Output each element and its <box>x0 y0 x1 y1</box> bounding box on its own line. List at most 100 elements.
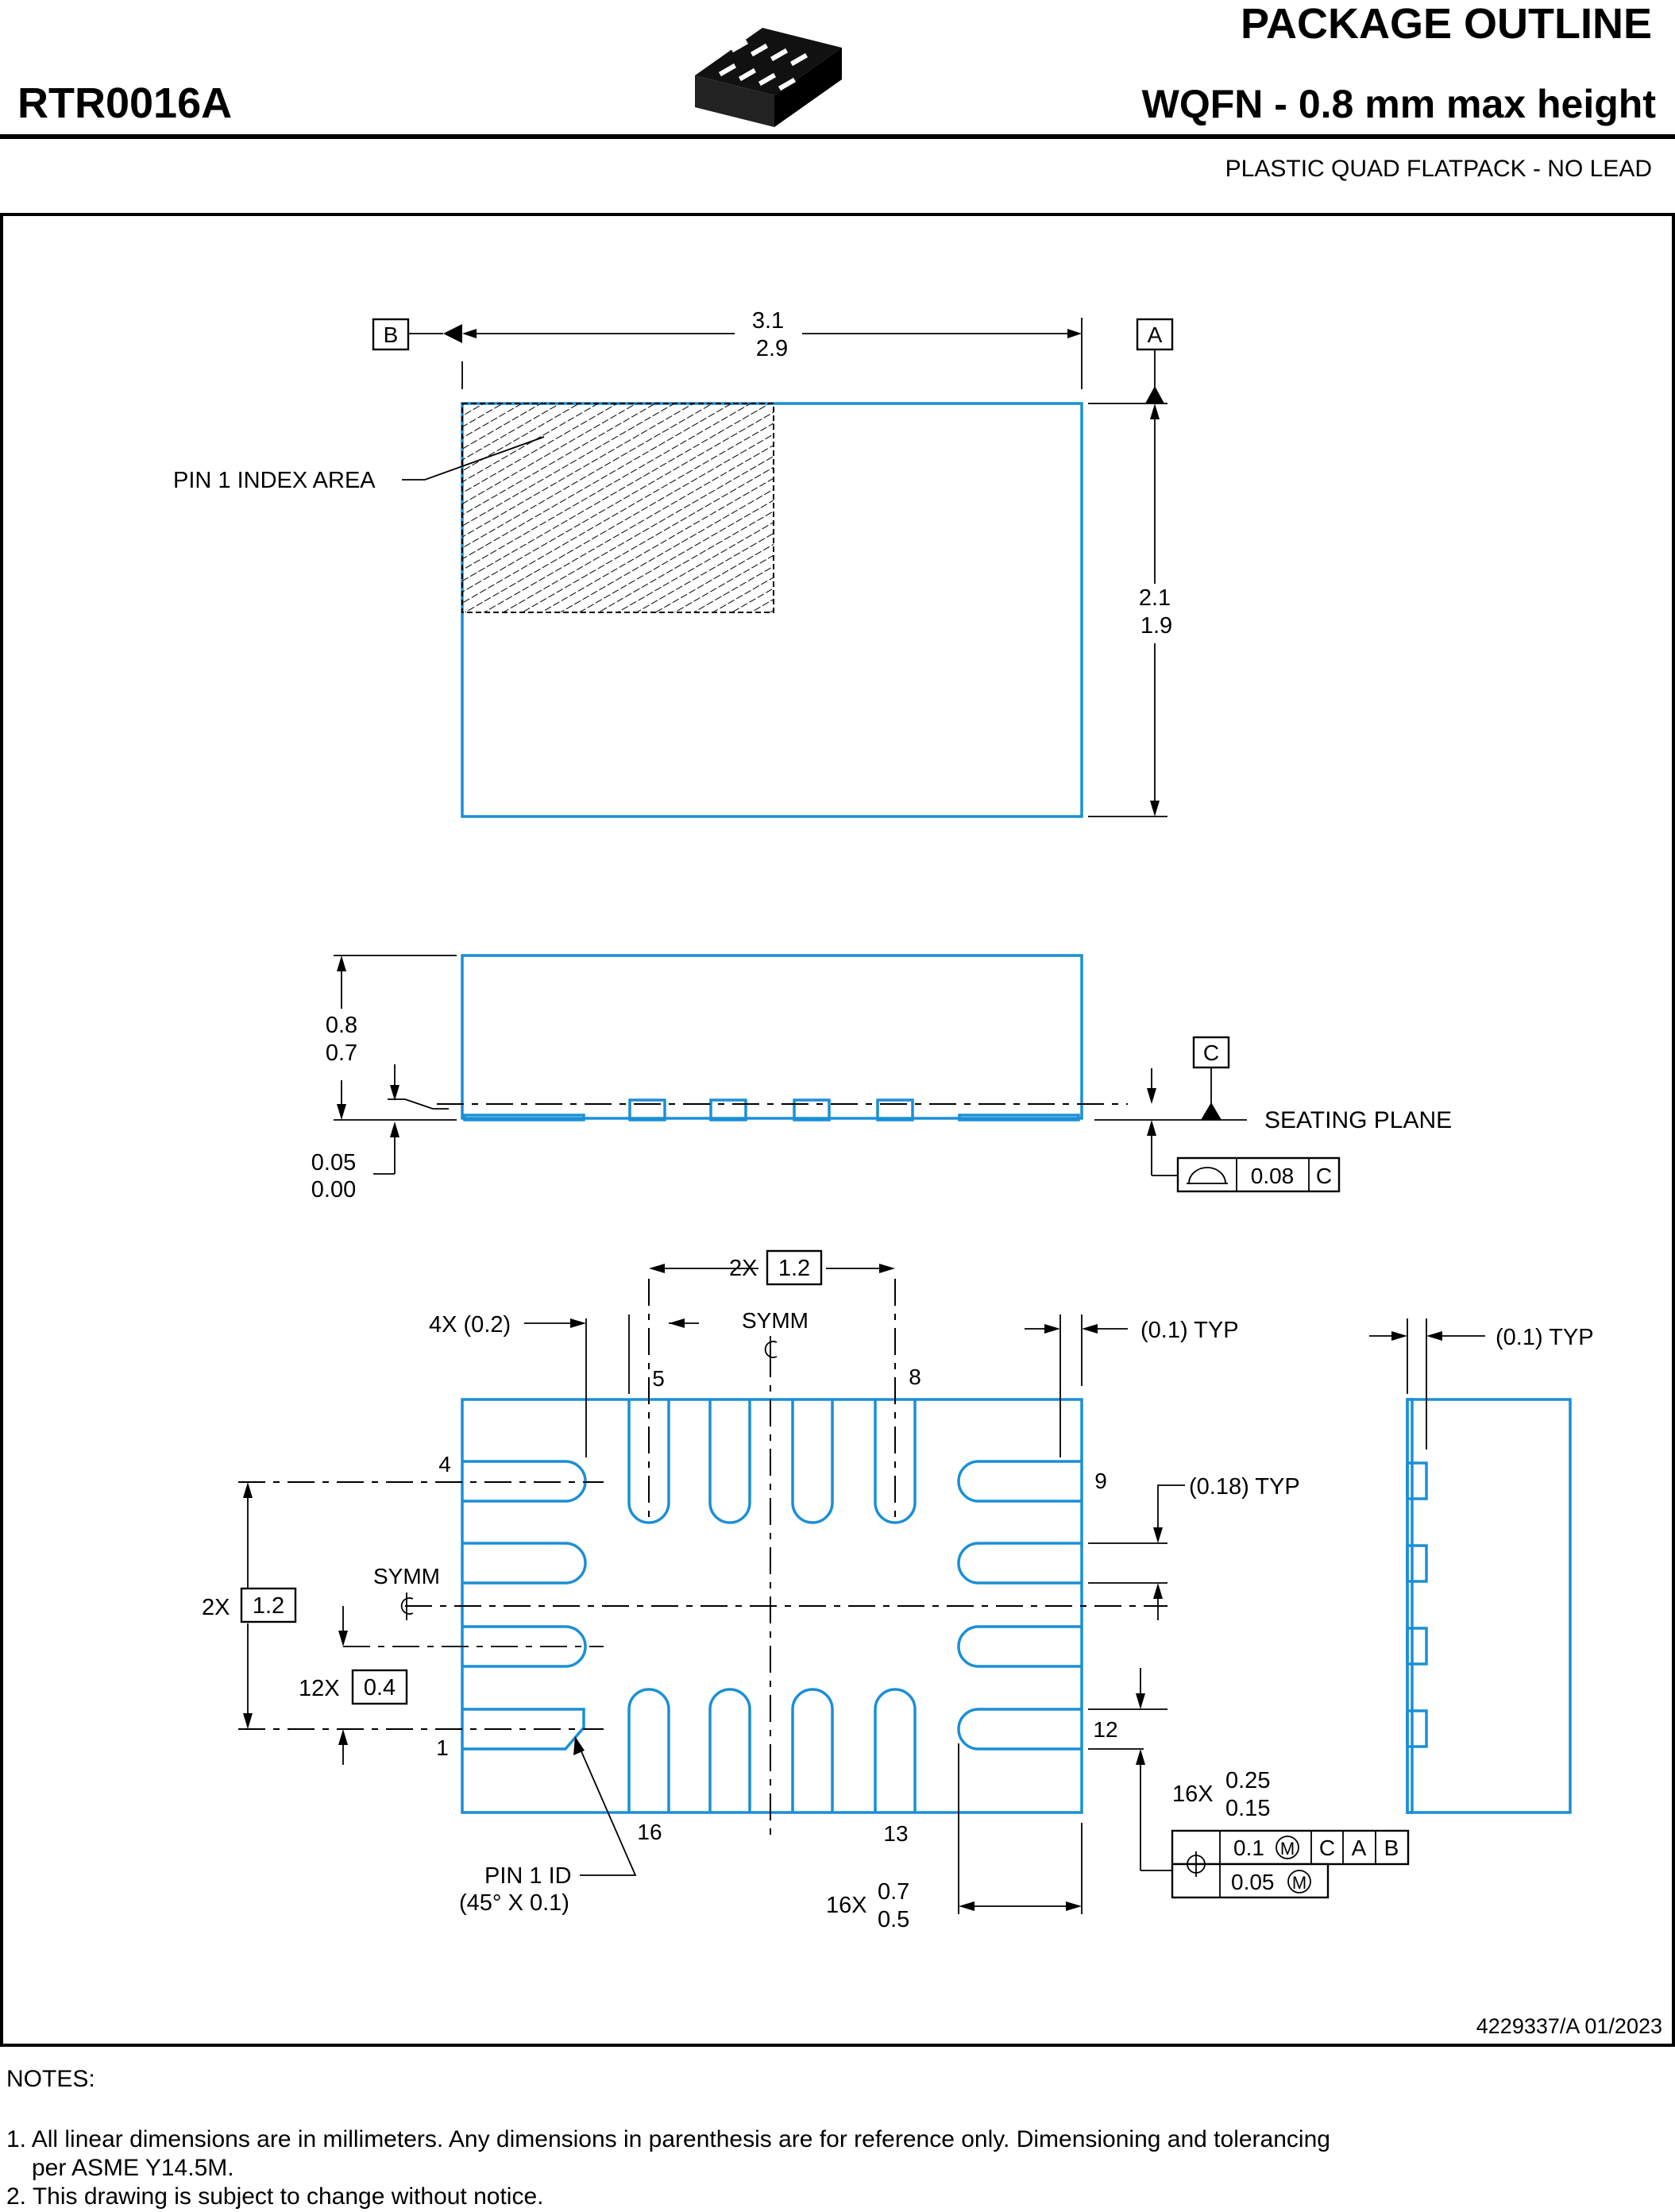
package-description: PLASTIC QUAD FLATPACK - NO LEAD <box>1225 156 1652 182</box>
side-height-min: 0.7 <box>326 1040 357 1066</box>
side-view: 0.8 0.7 0.05 0.00 C SEATING PLANE <box>311 954 1452 1203</box>
pin-5-label: 5 <box>652 1366 665 1391</box>
lead-15 <box>708 1688 751 1812</box>
lead-width-label: 4X (0.2) <box>429 1312 511 1338</box>
flatness-datum: C <box>1316 1164 1332 1188</box>
note-2: 2. This drawing is subject to change wit… <box>6 2183 544 2210</box>
side-terminal-1 <box>628 1098 666 1121</box>
fcf-tolerance-1: 0.1 <box>1233 1836 1264 1860</box>
profile-surface-icon <box>1187 1167 1228 1184</box>
top-pitch-count: 2X <box>729 1256 757 1281</box>
centerline-icon <box>400 1592 414 1620</box>
lead-5 <box>627 1399 670 1524</box>
right-side-terminal-strip <box>1406 1398 1414 1814</box>
pitch-12x-box <box>351 1669 408 1705</box>
right-side-terminal-3 <box>1406 1627 1428 1666</box>
datum-b-box <box>372 318 410 351</box>
lead-length-count: 16X <box>826 1893 867 1918</box>
right-side-terminal-2 <box>1406 1544 1428 1583</box>
note-1-line-2: per ASME Y14.5M. <box>32 2155 234 2181</box>
lead-2 <box>462 1625 587 1668</box>
side-terminal-right <box>958 1114 1080 1121</box>
side-terminal-left <box>463 1114 585 1121</box>
datum-a-label: A <box>1148 322 1163 347</box>
pin1-index-area-label: PIN 1 INDEX AREA <box>173 468 376 493</box>
mmc-icon <box>1287 1870 1311 1894</box>
pin1-id-detail: (45° X 0.1) <box>459 1890 569 1916</box>
svg-text:M: M <box>1280 1839 1295 1859</box>
fcf-tolerance-2: 0.05 <box>1231 1870 1275 1894</box>
fcf-datum-b: B <box>1384 1836 1399 1860</box>
lead-width-max: 0.25 <box>1225 1768 1270 1793</box>
side-terminal-4 <box>876 1098 914 1121</box>
datum-b-label: B <box>384 322 399 347</box>
top-height-max: 2.1 <box>1139 585 1171 611</box>
left-pitch-count: 2X <box>202 1595 230 1620</box>
side-height-max: 0.8 <box>326 1013 357 1038</box>
typ-right-label: (0.1) TYP <box>1140 1318 1239 1343</box>
side-view-body <box>461 954 1083 1120</box>
right-side-body <box>1406 1398 1572 1814</box>
lead-16 <box>627 1688 670 1812</box>
right-side-view: (0.1) TYP <box>1369 1318 1594 1814</box>
pitch-12x-value: 0.4 <box>364 1675 396 1700</box>
fcf-datum-a: A <box>1352 1836 1367 1860</box>
mmc-icon <box>1276 1836 1299 1859</box>
pitch-12x-count: 12X <box>299 1676 340 1701</box>
pin-16-label: 16 <box>637 1820 662 1844</box>
side-terminal-2 <box>709 1098 747 1121</box>
lead-13 <box>874 1688 917 1812</box>
left-pitch-value: 1.2 <box>253 1593 284 1619</box>
top-width-max: 3.1 <box>752 308 784 334</box>
pin-4-label: 4 <box>438 1452 451 1477</box>
doc-type: PACKAGE OUTLINE <box>1241 0 1652 48</box>
right-side-terminal-4 <box>1406 1709 1428 1748</box>
lead-width-min: 0.15 <box>1225 1796 1270 1821</box>
right-side-terminal-1 <box>1406 1461 1428 1500</box>
left-pitch-box <box>240 1587 297 1623</box>
lead-12 <box>957 1708 1082 1751</box>
seating-plane-label: SEATING PLANE <box>1264 1107 1452 1133</box>
lead-9 <box>957 1460 1082 1503</box>
part-number: RTR0016A <box>17 79 232 127</box>
datum-c-label: C <box>1203 1040 1219 1065</box>
side-terminal-3 <box>793 1098 831 1121</box>
position-control-frame: 0.1 M C A B 0.05 M <box>1171 1829 1410 1899</box>
lead-8 <box>874 1399 917 1524</box>
top-view: 3.1 2.9 B A 2.1 1.9 PIN 1 INDEX AREA <box>173 308 1174 818</box>
pin1-index-outline <box>461 403 774 613</box>
lead-3 <box>462 1542 587 1585</box>
lead-14 <box>791 1688 834 1812</box>
datum-a-box <box>1136 318 1174 351</box>
position-icon <box>1183 1851 1209 1877</box>
symm-left-label: SYMM <box>373 1564 440 1589</box>
lead-7 <box>791 1399 834 1524</box>
pin-1-label: 1 <box>436 1735 449 1760</box>
lead-1 <box>462 1708 585 1751</box>
pin-13-label: 13 <box>883 1821 908 1846</box>
title-block: RTR0016A PACKAGE OUTLINE WQFN - 0.8 mm m… <box>0 0 1675 182</box>
centerline-icon <box>764 1336 778 1363</box>
lead-length-max: 0.7 <box>878 1879 909 1905</box>
top-pitch-value: 1.2 <box>778 1256 810 1281</box>
notes: NOTES: 1. All linear dimensions are in m… <box>6 2066 1330 2210</box>
drawing-frame <box>0 213 1675 2047</box>
lead-10 <box>957 1542 1082 1585</box>
top-width-min: 2.9 <box>756 336 788 361</box>
package-3d-icon <box>695 28 842 127</box>
symm-top-label: SYMM <box>742 1308 809 1333</box>
pin-12-label: 12 <box>1093 1717 1117 1742</box>
top-pitch-box <box>766 1249 823 1286</box>
fcf-datum-c: C <box>1319 1836 1335 1860</box>
lead-length-min: 0.5 <box>878 1907 909 1932</box>
pin1-id-label: PIN 1 ID <box>484 1863 572 1889</box>
package-title: WQFN - 0.8 mm max height <box>1142 82 1657 126</box>
note-1-line-1: 1. All linear dimensions are in millimet… <box>6 2126 1330 2152</box>
document-id: 4229337/A 01/2023 <box>1476 2014 1662 2038</box>
typ-018-label: (0.18) TYP <box>1189 1474 1300 1500</box>
right-side-typ-label: (0.1) TYP <box>1496 1325 1594 1350</box>
pin1-index-area <box>462 403 774 612</box>
lead-width-count: 16X <box>1172 1782 1214 1807</box>
standoff-max: 0.05 <box>311 1150 356 1175</box>
flatness-value: 0.08 <box>1251 1164 1295 1188</box>
